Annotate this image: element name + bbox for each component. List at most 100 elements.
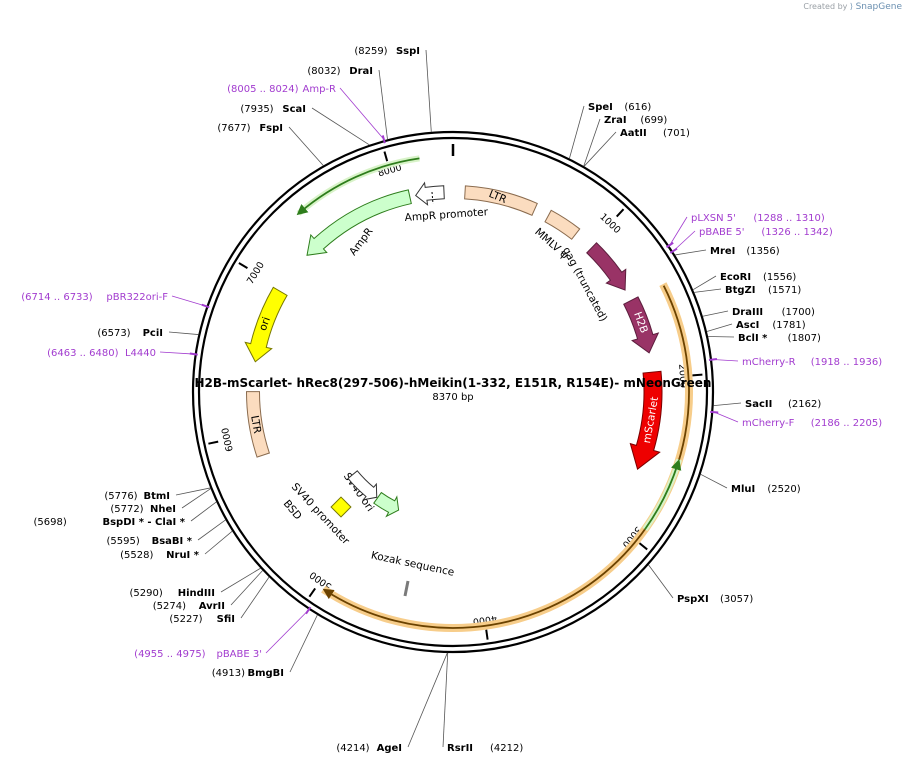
site-name: ScaI: [282, 104, 306, 115]
site-avrii[interactable]: AvrII(5274): [153, 601, 225, 612]
tick-8000: [383, 151, 389, 162]
primer-ampr[interactable]: Amp-R(8005 .. 8024): [227, 84, 336, 95]
site-labels: SspI(8259) DraI(8032) ScaI (7935) FspI (7677)…: [21, 46, 882, 754]
site-name: RsrII: [447, 743, 473, 754]
primer-leader: [712, 359, 739, 362]
site-nrui[interactable]: NruI * (5528): [120, 550, 200, 561]
site-bspdiclai[interactable]: BspDI * - ClaI *(5698): [34, 517, 186, 528]
tick-4000: [485, 629, 489, 640]
backbone-outer-strand: [191, 130, 715, 654]
feature-ampr: [306, 189, 412, 256]
site-hindiii[interactable]: HindIII(5290): [130, 588, 215, 599]
site-mlui[interactable]: MluI(2520): [731, 484, 801, 495]
primer-l4440[interactable]: L4440(6463 .. 6480): [47, 348, 156, 359]
site-name: AatII: [620, 128, 647, 139]
site-bmgbi[interactable]: BmgBI(4913): [212, 668, 284, 679]
site-leader: [175, 487, 211, 496]
insert-arc: [296, 155, 693, 632]
primer-mcherryr[interactable]: mCherry-R(1918 .. 1936): [742, 357, 882, 368]
green-line-top: [296, 157, 420, 216]
site-spei[interactable]: SpeI(616): [588, 102, 651, 113]
site-position: (1556): [763, 272, 796, 283]
site-leader: [378, 69, 388, 140]
site-draiii[interactable]: DraIII(1700): [732, 307, 815, 318]
backbone: [191, 130, 715, 654]
site-position: (701): [663, 128, 690, 139]
primer-range: (6714 .. 6733): [21, 292, 93, 303]
site-leader: [692, 275, 717, 291]
primer-leader: [669, 216, 688, 246]
site-name: NruI *: [166, 550, 200, 561]
feature-ori: [244, 286, 288, 363]
feature-label-ampr: AmpR: [347, 226, 375, 258]
primer-leader: [265, 610, 309, 654]
primer-pbabe3[interactable]: pBABE 3'(4955 .. 4975): [134, 649, 262, 660]
site-leader: [311, 107, 370, 146]
feature-gag-truncated: [586, 242, 627, 291]
site-nhei[interactable]: NheI(5772): [110, 504, 176, 515]
insert-direction-line: [322, 285, 690, 629]
site-aatii[interactable]: AatII (701): [620, 128, 690, 139]
site-name: NheI: [150, 504, 176, 515]
tick-label: 7000: [245, 260, 267, 286]
tick-6000: [208, 440, 219, 445]
primer-name: pBABE 5': [699, 227, 745, 238]
site-scai[interactable]: ScaI (7935): [240, 104, 306, 115]
site-leader: [288, 126, 324, 166]
site-bsabi[interactable]: BsaBI *(5595): [107, 536, 193, 547]
site-fspi[interactable]: FspI (7677): [217, 123, 283, 134]
site-sspi[interactable]: SspI(8259): [354, 46, 420, 57]
site-asci[interactable]: AscI(1781): [736, 320, 806, 331]
site-leader: [197, 519, 226, 541]
site-leader: [220, 567, 261, 593]
feature-mmlv-psi: [544, 209, 581, 240]
site-position: (1807): [788, 333, 821, 344]
site-leader: [700, 473, 728, 489]
site-position: (5528): [120, 550, 153, 561]
site-name: FspI: [259, 123, 283, 134]
primer-pbr322orif[interactable]: pBR322ori-F(6714 .. 6733): [21, 292, 168, 303]
primer-mark: [710, 410, 719, 414]
site-position: (5595): [107, 536, 140, 547]
feature-label-ori: ori: [257, 315, 273, 332]
feature-ampr-promoter: [415, 181, 445, 206]
site-position: (7677): [217, 123, 250, 134]
site-sacii[interactable]: SacII (2162): [745, 399, 821, 410]
site-position: (7935): [240, 104, 273, 115]
primer-plxsn5[interactable]: pLXSN 5'(1288 .. 1310): [691, 213, 825, 224]
primer-leader: [714, 411, 739, 423]
site-sfii[interactable]: SfiI(5227): [169, 614, 235, 625]
site-btmi[interactable]: BtmI(5776): [104, 491, 170, 502]
site-position: (4913): [212, 668, 245, 679]
site-rsrii[interactable]: RsrII (4212): [447, 743, 523, 754]
feature-h2b: [623, 296, 660, 354]
site-leader: [204, 530, 233, 555]
backbone-inner-strand: [197, 136, 709, 648]
site-position: (4212): [490, 743, 523, 754]
site-drai[interactable]: DraI(8032): [307, 66, 373, 77]
feature-label-ampr-promoter: AmpR promoter: [404, 206, 489, 224]
site-pspxi[interactable]: PspXI(3057): [677, 594, 753, 605]
primer-mcherryf[interactable]: mCherry-F(2186 .. 2205): [742, 418, 882, 429]
site-agei[interactable]: AgeI(4214): [336, 743, 402, 754]
site-leader: [569, 105, 585, 159]
site-pcii[interactable]: PciI(6573): [97, 328, 163, 339]
site-mrei[interactable]: MreI(1356): [710, 246, 780, 257]
primer-pbabe5[interactable]: pBABE 5' (1326 .. 1342): [699, 227, 833, 238]
site-btgzi[interactable]: BtgZI(1571): [725, 285, 801, 296]
primer-range: (1288 .. 1310): [753, 213, 825, 224]
map-title: H2B-mScarlet- hRec8(297-506)-hMeikin(1-3…: [195, 376, 712, 390]
feature-sv40-promoter: [347, 470, 378, 501]
site-leader: [289, 614, 318, 673]
site-name: SacII: [745, 399, 772, 410]
feature-ltr-top: [464, 185, 538, 217]
site-zrai[interactable]: ZraI(699): [604, 115, 667, 126]
site-leader: [240, 576, 270, 619]
green-line-right: [644, 458, 682, 530]
site-position: (2162): [788, 399, 821, 410]
site-ecori[interactable]: EcoRI(1556): [720, 272, 796, 283]
site-bcli[interactable]: BclI *(1807): [738, 333, 821, 344]
primer-range: (1326 .. 1342): [761, 227, 833, 238]
site-position: (2520): [767, 484, 800, 495]
